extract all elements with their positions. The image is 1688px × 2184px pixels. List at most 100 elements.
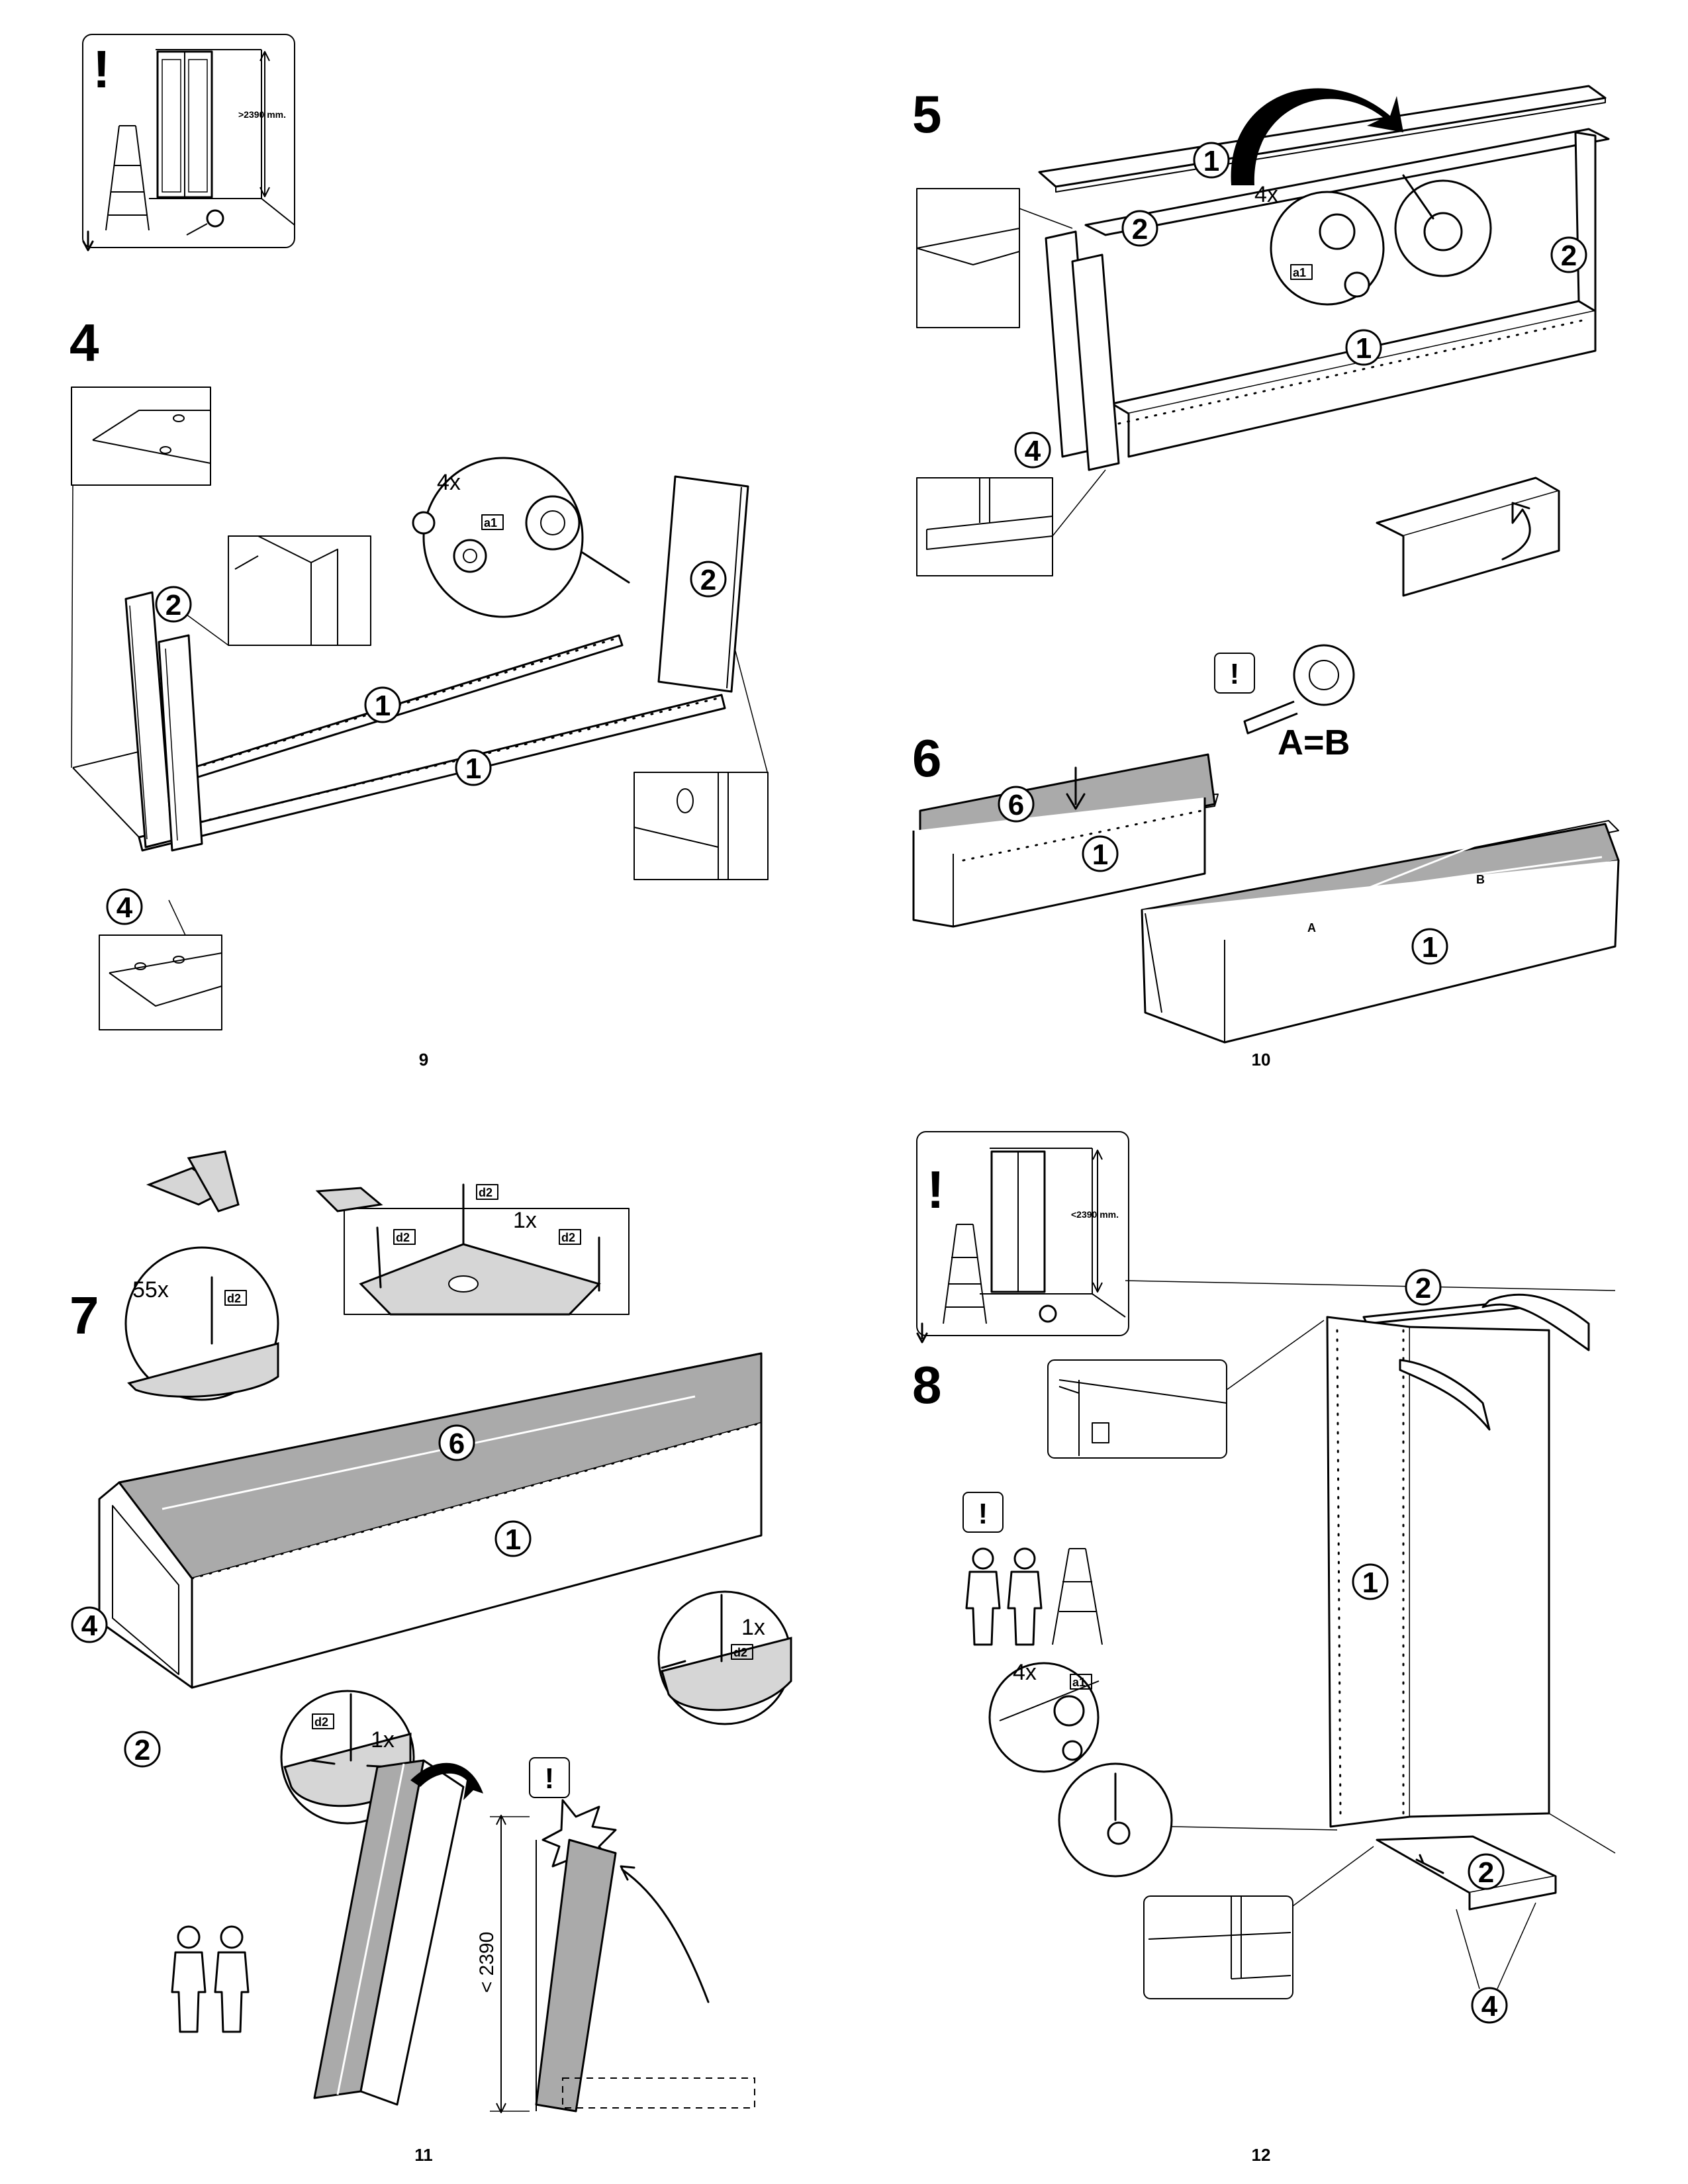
a-equals-b-label: A=B (1278, 723, 1350, 762)
page-9: ! >2390 mm. 4 (70, 34, 769, 1069)
diagonal-b-label: B (1476, 873, 1485, 886)
cam-lock-detail-step8: 4x a1 (988, 1660, 1338, 1878)
svg-text:4: 4 (81, 1610, 98, 1642)
height-limit-label: < 2390 (476, 1932, 498, 1993)
svg-text:d2: d2 (314, 1715, 328, 1729)
callout-part-1-front: 1 (455, 749, 492, 786)
measure-diagonal-warning: ! A=B (1214, 644, 1355, 762)
svg-text:2: 2 (165, 589, 181, 621)
callout-6-part-6: 6 (998, 786, 1035, 823)
bottom-panel-back (181, 634, 624, 782)
callout-part-4: 4 (106, 888, 143, 925)
callout-5-part-2-left: 2 (1121, 210, 1158, 247)
hand-icon (1481, 1293, 1590, 1351)
quantity-4x-step5: 4x (1254, 182, 1278, 207)
svg-text:2: 2 (1132, 213, 1148, 246)
svg-text:2: 2 (134, 1734, 150, 1766)
quantity-1x-corner: 1x (513, 1208, 537, 1233)
svg-text:d2: d2 (733, 1646, 747, 1659)
two-people-ladder-warning: ! (962, 1492, 1103, 1646)
rotated-frame-icon (1376, 477, 1560, 597)
step-7-number: 7 (70, 1286, 99, 1345)
cam-lock-detail: 4x a1 (412, 457, 630, 618)
nail-hammer-detail: 55x d2 (124, 1150, 279, 1401)
tilt-arrow-icon (410, 1762, 483, 1800)
svg-text:!: ! (545, 1762, 555, 1795)
step6-frame-with-back (912, 753, 1219, 928)
svg-text:1: 1 (375, 690, 391, 722)
detail-inset-right (633, 648, 769, 880)
step-6-number: 6 (912, 729, 942, 788)
side-panels-left (124, 591, 203, 852)
page-number-12: 12 (1252, 2145, 1271, 2165)
svg-text:1: 1 (1362, 1567, 1378, 1599)
page-12: ! <2390 mm. 8 2 1 (912, 1131, 1616, 2165)
ceiling-min-label: >2390 mm. (238, 109, 286, 120)
step-5-number: 5 (912, 85, 942, 144)
callout-8-part-4: 4 (1456, 1902, 1536, 2024)
callout-part-2-right: 2 (690, 561, 727, 598)
svg-text:2: 2 (700, 564, 716, 596)
callout-5-part-4: 4 (1014, 432, 1051, 469)
page-number-9: 9 (419, 1050, 428, 1069)
svg-text:1: 1 (1356, 332, 1372, 365)
callout-5-part-2-right: 2 (1550, 236, 1587, 273)
quantity-1x-left: 1x (371, 1727, 395, 1752)
callout-7-part-2: 2 (124, 1731, 161, 1768)
top-panel (1038, 85, 1607, 193)
cam-lock-detail-step5: 4x a1 (1254, 174, 1492, 306)
svg-text:a1: a1 (1293, 266, 1306, 279)
page-number-11: 11 (414, 2145, 433, 2165)
svg-text:4: 4 (117, 891, 133, 924)
svg-text:1: 1 (1203, 145, 1219, 177)
callout-7-part-6: 6 (438, 1424, 475, 1461)
callout-part-1-back: 1 (364, 686, 401, 723)
svg-text:2: 2 (1561, 240, 1577, 272)
svg-text:1: 1 (1422, 931, 1438, 964)
quantity-55x: 55x (132, 1277, 169, 1302)
callout-8-part-1: 1 (1352, 1563, 1389, 1600)
svg-text:4: 4 (1481, 1990, 1498, 2023)
svg-text:d2: d2 (396, 1231, 410, 1244)
detail-inset-bottom (916, 469, 1106, 576)
tilt-up-unit (313, 1759, 483, 2106)
callout-7-part-1: 1 (494, 1520, 532, 1557)
next-page-arrow-icon (82, 230, 94, 251)
warning-exclamation-icon: ! (1230, 658, 1240, 690)
ceiling-warning-box-2: ! <2390 mm. (916, 1131, 1129, 1343)
svg-text:1: 1 (505, 1524, 521, 1556)
hardware-a1-label: a1 (484, 516, 497, 529)
height-check-diagram: ! < 2390 (476, 1757, 755, 2113)
base-panel (1376, 1835, 1557, 1911)
callout-5-part-1-bottom: 1 (1345, 329, 1382, 366)
svg-text:6: 6 (1008, 789, 1024, 821)
svg-text:4: 4 (1025, 435, 1041, 467)
svg-text:2: 2 (1415, 1272, 1431, 1304)
callout-8-part-2-bottom: 2 (1468, 1853, 1505, 1890)
svg-text:1: 1 (465, 752, 481, 785)
flip-arrow-icon (1231, 88, 1403, 185)
detail-inset-cabinet-top (1047, 1320, 1325, 1459)
svg-text:!: ! (927, 1160, 945, 1219)
svg-text:a1: a1 (1072, 1676, 1086, 1689)
quantity-4x: 4x (437, 470, 461, 495)
two-people-icon (171, 1925, 250, 2033)
ceiling-warning-box: ! >2390 mm. (82, 34, 295, 251)
page-11: 7 55x d2 d2 d2 d2 1x (70, 1150, 792, 2165)
push-arrow-icon (1415, 1854, 1444, 1874)
svg-text:d2: d2 (561, 1231, 575, 1244)
detail-inset-top (916, 188, 1073, 328)
page-number-10: 10 (1252, 1050, 1271, 1069)
diagonal-a-label: A (1307, 921, 1316, 934)
exclamation-icon: ! (93, 40, 111, 99)
down-arrow-icon (1066, 766, 1086, 810)
callout-6-part-1-small: 1 (1082, 835, 1119, 872)
page-10: 5 4x a1 (912, 85, 1620, 1069)
svg-text:d2: d2 (479, 1186, 492, 1199)
step6-diagonal-check: A B (1141, 820, 1620, 1044)
detail-inset-top-middle (178, 535, 371, 646)
callout-6-part-1-large: 1 (1411, 928, 1448, 965)
svg-text:1: 1 (1092, 839, 1108, 871)
corner-nail-detail: d2 d2 d2 1x (315, 1183, 630, 1316)
